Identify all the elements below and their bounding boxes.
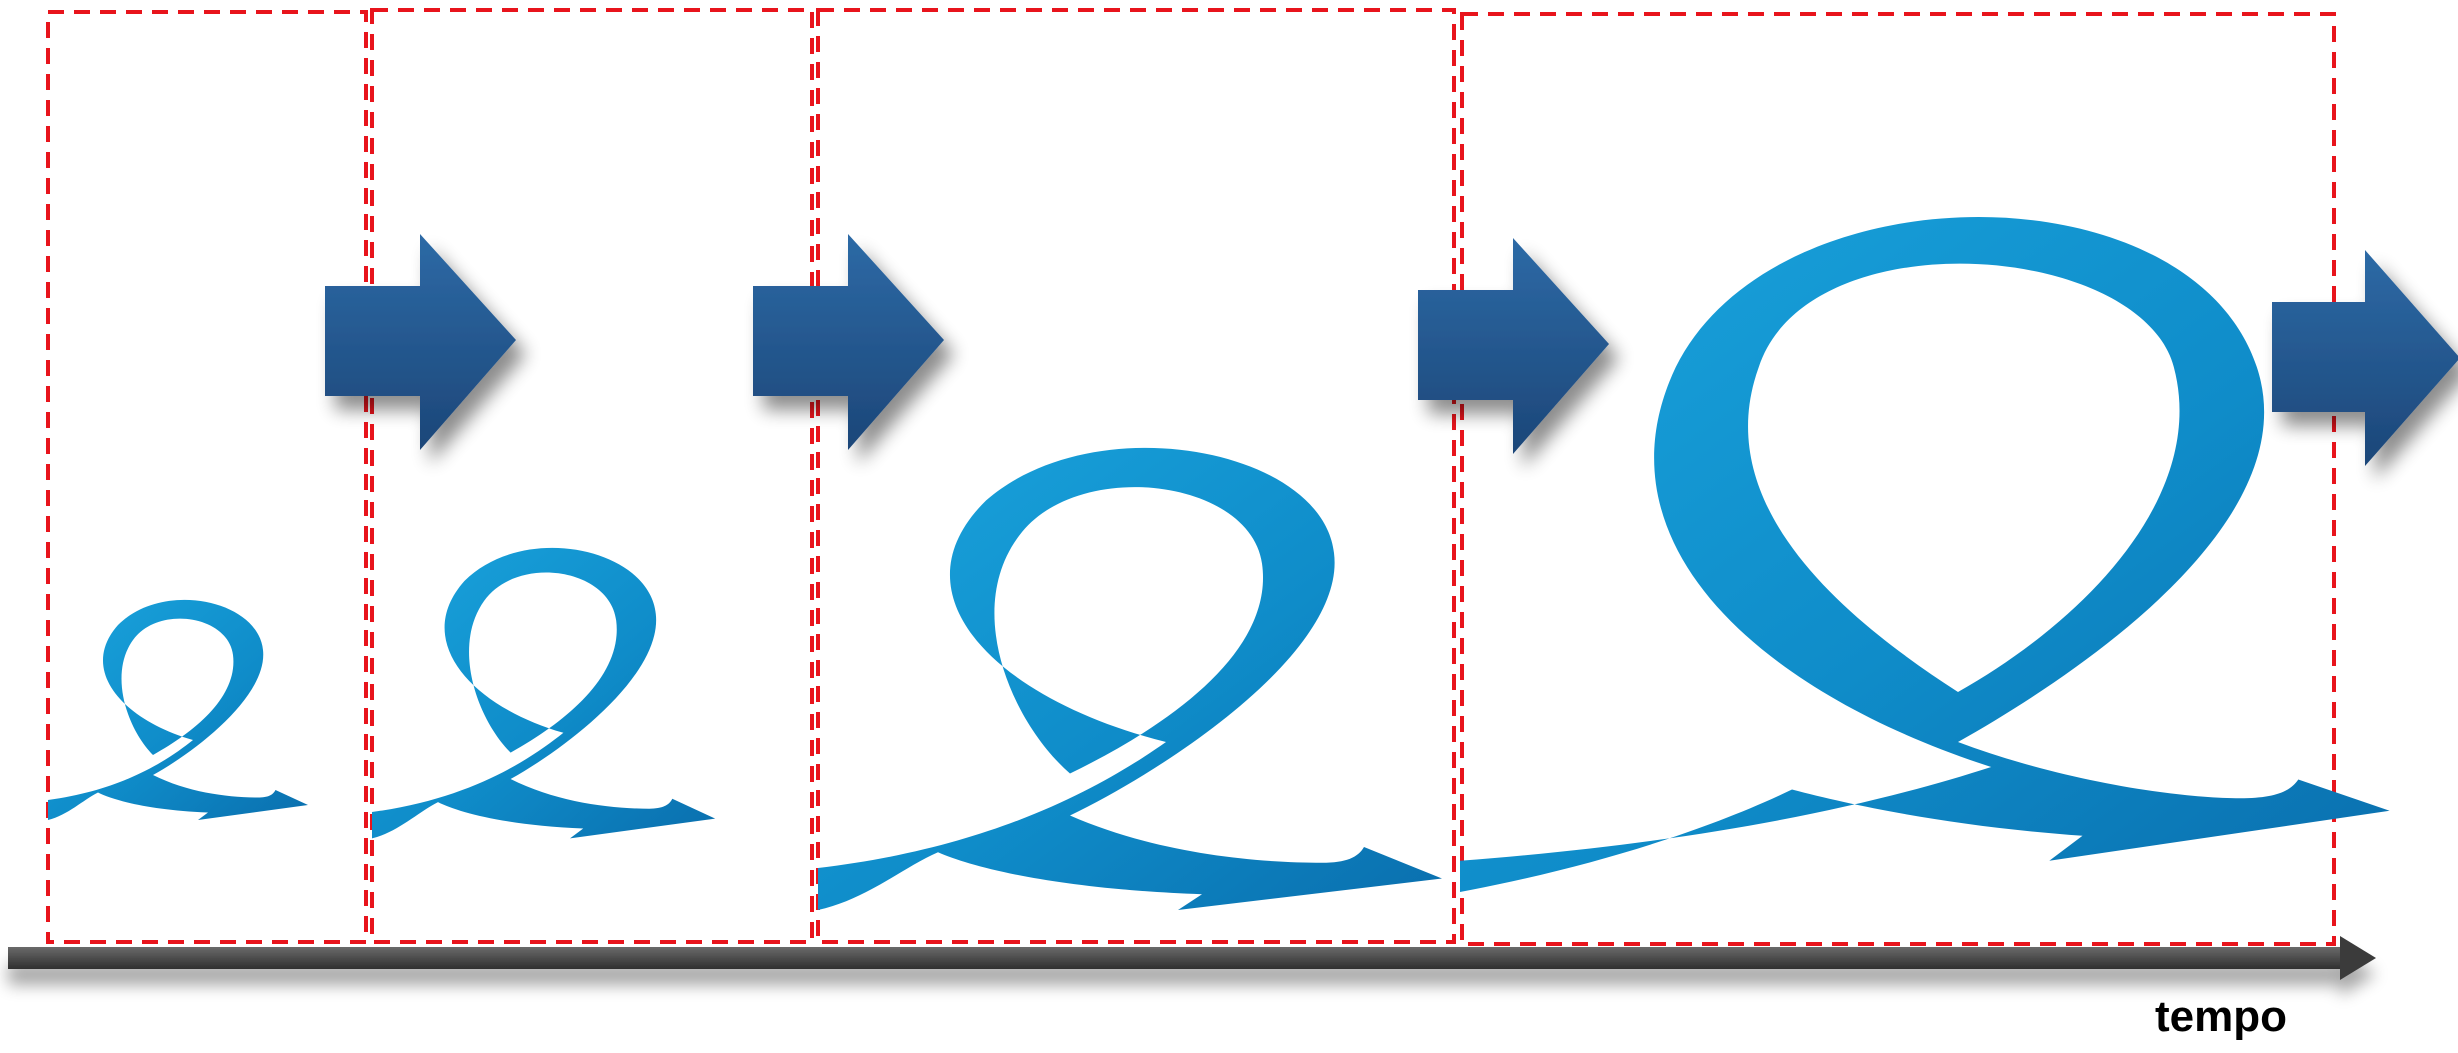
stage-4 xyxy=(1460,14,2390,944)
axis-arrowhead-icon xyxy=(2340,936,2376,980)
right-block-arrow-icon xyxy=(2272,250,2458,466)
right-block-arrow-icon xyxy=(325,234,516,450)
stage-2 xyxy=(372,10,812,942)
loop-arrow-icon xyxy=(48,600,308,820)
stage-frame xyxy=(372,10,812,942)
loop-arrow-icon xyxy=(1460,217,2390,892)
right-block-arrow-icon xyxy=(1418,238,1609,454)
stage-3 xyxy=(818,10,1454,942)
time-axis-label: tempo xyxy=(2155,995,2287,1039)
loop-arrow-icon xyxy=(818,448,1442,910)
stage-1 xyxy=(48,12,366,942)
loop-arrow-icon xyxy=(372,548,715,838)
right-block-arrow-icon xyxy=(753,234,944,450)
